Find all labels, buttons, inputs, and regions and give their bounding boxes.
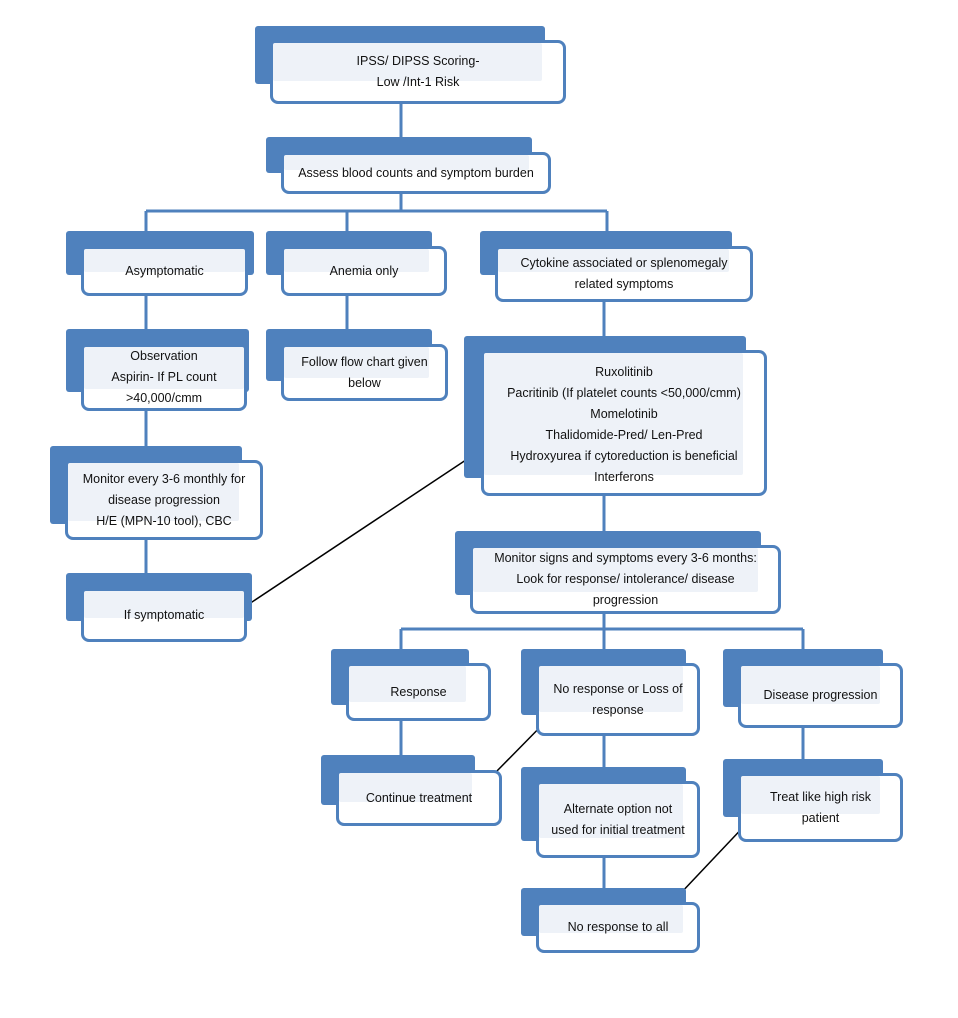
node-inner-shade (473, 548, 758, 592)
node-label: Assess blood counts and symptom burden (281, 152, 551, 194)
node-label-line: Interferons (594, 470, 654, 484)
node-inner-shade (84, 591, 244, 618)
node-label: Follow flow chart given below (281, 344, 448, 401)
node-label-line: below (348, 375, 381, 390)
node-label-line: Look for response/ intolerance/ disease (516, 572, 735, 586)
node-inner-shade (84, 347, 244, 389)
node-monitor-progress: Monitor every 3-6 monthly for disease pro… (50, 446, 263, 540)
node-no-response: No response or Loss of response (521, 649, 700, 736)
node-label: Anemia only (281, 246, 447, 296)
node-label-line: Monitor signs and symptoms every 3-6 mon… (494, 551, 757, 565)
node-disease-progression: Disease progression (723, 649, 903, 728)
node-label: Monitor signs and symptoms every 3-6 mon… (470, 545, 781, 614)
node-label-line: used for initial treatment (551, 822, 685, 837)
node-label: IPSS/ DIPSS Scoring- Low /Int-1 Risk (270, 40, 566, 104)
node-inner-shade (273, 43, 542, 81)
node-label-line: Aspirin- If PL count (111, 370, 217, 384)
node-label-line: Cytokine associated or splenomegaly (520, 256, 728, 270)
node-assess: Assess blood counts and symptom burden (266, 137, 551, 194)
node-label-line: No response to all (567, 920, 669, 934)
node-label-line: Response (390, 684, 447, 699)
node-treat-high-risk: Treat like high risk patient (723, 759, 903, 842)
arrow-symptomatic-to-treatments (242, 443, 491, 609)
node-label-line: Alternate option not (563, 801, 673, 816)
node-inner-shade (284, 249, 429, 272)
node-asymptomatic: Asymptomatic (66, 231, 254, 296)
node-inner-shade (284, 347, 429, 378)
node-label-line: disease progression (108, 492, 220, 507)
node-response: Response (331, 649, 491, 721)
node-label: No response to all (536, 902, 700, 953)
node-label-line: Monitor every 3-6 monthly for (82, 471, 246, 486)
node-inner-shade (284, 155, 529, 170)
node-label: No response or Loss of response (536, 663, 700, 736)
node-continue-treatment: Continue treatment (321, 755, 502, 826)
node-label-line: progression (592, 593, 659, 607)
node-inner-shade (349, 666, 466, 702)
node-inner-shade (539, 666, 683, 712)
node-inner-shade (68, 463, 239, 521)
node-cytokine: Cytokine associated or splenomegaly relat… (480, 231, 753, 302)
node-label-line: Observation (130, 349, 198, 363)
node-label-line: Asymptomatic (125, 263, 204, 278)
node-label: Cytokine associated or splenomegaly relat… (495, 246, 753, 302)
node-label: If symptomatic (81, 588, 247, 642)
node-label-line: H/E (MPN-10 tool), CBC (96, 513, 232, 528)
node-label-line: Treat like high risk (770, 789, 871, 804)
node-inner-shade (84, 249, 245, 272)
node-inner-shade (741, 666, 880, 704)
node-label: Disease progression (738, 663, 903, 728)
node-label-line: Continue treatment (365, 790, 473, 805)
node-label-line: Anemia only (329, 263, 399, 278)
node-label-line: response (592, 702, 644, 717)
node-label-line: Assess blood counts and symptom burden (298, 165, 534, 180)
node-inner-shade (484, 353, 743, 475)
node-label: Treat like high risk patient (738, 773, 903, 842)
node-label-line: related symptoms (574, 277, 674, 291)
node-follow-chart: Follow flow chart given below (266, 329, 448, 401)
node-ipss: IPSS/ DIPSS Scoring- Low /Int-1 Risk (255, 26, 566, 104)
node-label: Alternate option not used for initial tre… (536, 781, 700, 858)
node-label-line: If symptomatic (123, 607, 205, 622)
node-if-symptomatic: If symptomatic (66, 573, 252, 642)
node-inner-shade (539, 784, 683, 838)
node-label-line: patient (801, 810, 840, 825)
node-label-line: Low /Int-1 Risk (376, 75, 460, 89)
node-label-line: Hydroxyurea if cytoreduction is benefici… (510, 449, 738, 463)
node-monitor-signs: Monitor signs and symptoms every 3-6 mon… (455, 531, 781, 614)
node-no-response-all: No response to all (521, 888, 700, 953)
node-label: Continue treatment (336, 770, 502, 826)
node-alternate-option: Alternate option not used for initial tre… (521, 767, 700, 858)
node-label-line: Follow flow chart given (301, 354, 428, 369)
node-label-line: IPSS/ DIPSS Scoring- (356, 54, 480, 68)
node-label-line: Pacritinib (If platelet counts <50,000/c… (507, 386, 741, 400)
node-inner-shade (339, 773, 472, 802)
node-label-line: Ruxolitinib (595, 365, 653, 379)
arrow-noresponseall-to-treat (678, 820, 750, 896)
node-label-line: No response or Loss of (553, 681, 683, 696)
node-inner-shade (498, 249, 729, 272)
node-label-line: >40,000/cmm (125, 391, 203, 405)
node-label-line: Disease progression (763, 688, 878, 702)
node-label: Asymptomatic (81, 246, 248, 296)
node-label: Response (346, 663, 491, 721)
node-label-line: Momelotinib (590, 407, 658, 421)
node-inner-shade (741, 776, 880, 814)
node-inner-shade (539, 905, 683, 933)
node-anemia: Anemia only (266, 231, 447, 296)
node-label-line: Thalidomide-Pred/ Len-Pred (545, 428, 703, 442)
node-label: Monitor every 3-6 monthly for disease pro… (65, 460, 263, 540)
